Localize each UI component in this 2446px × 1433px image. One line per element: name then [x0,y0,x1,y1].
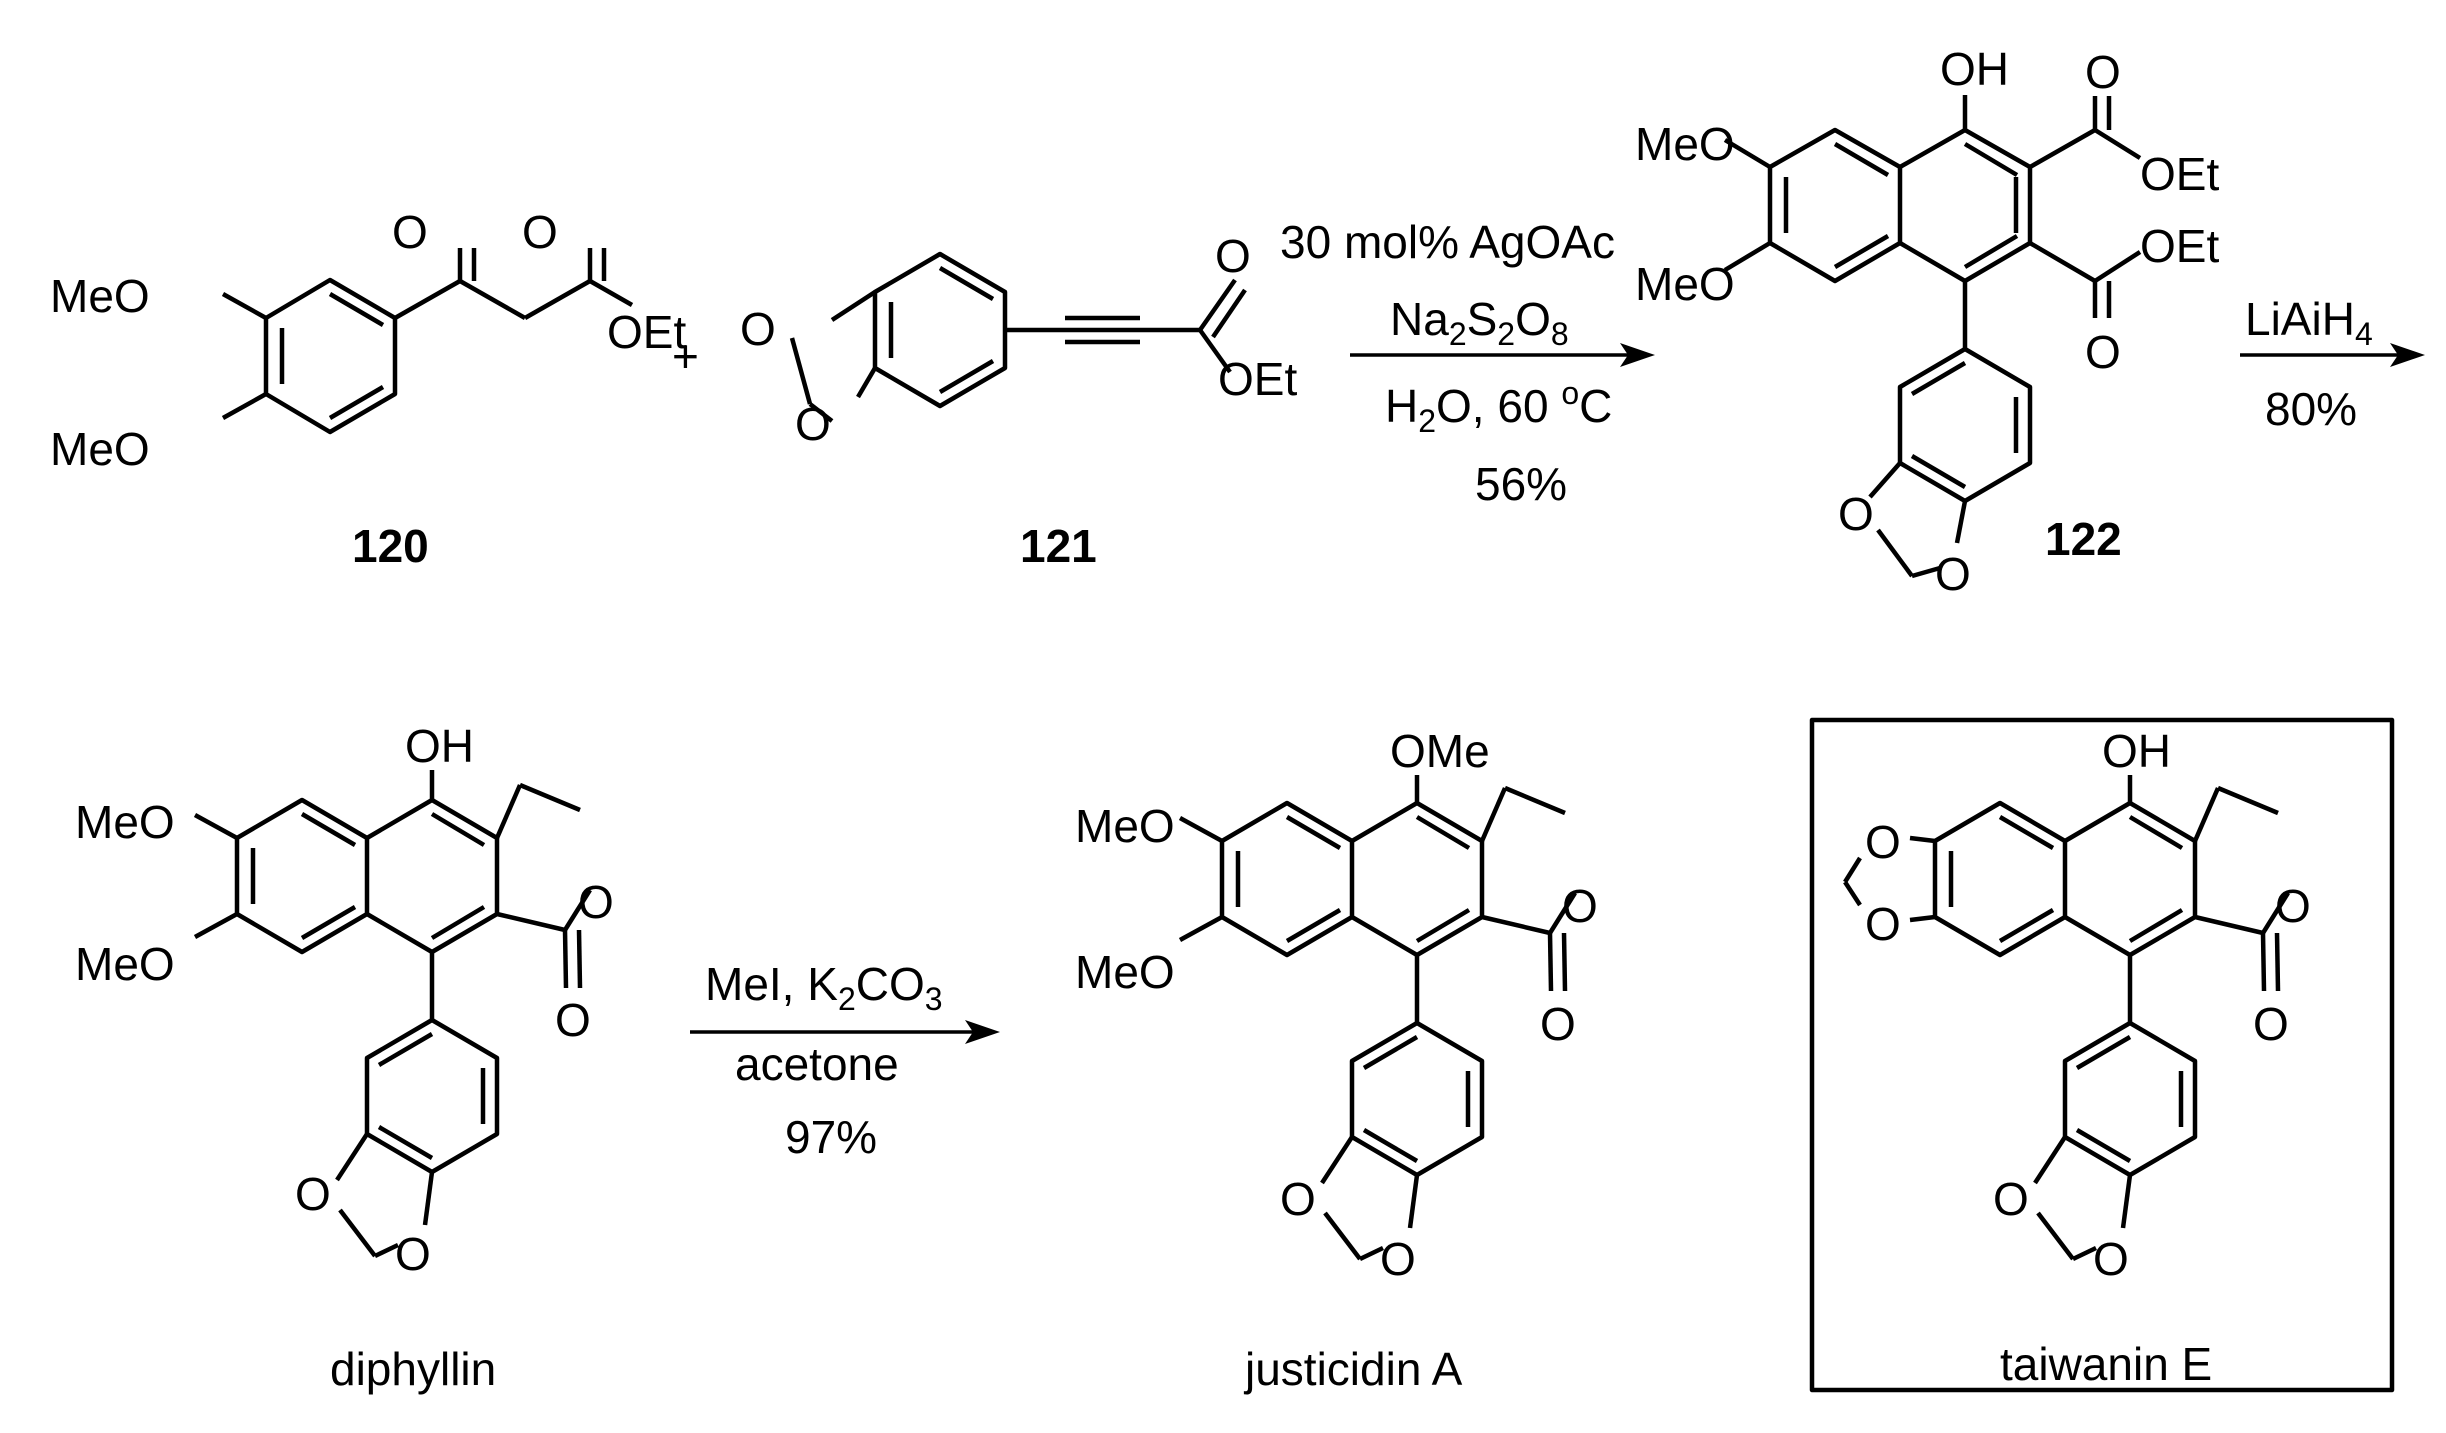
atom-label: O [1865,898,1901,950]
atom-label: OH [2102,725,2171,777]
atom-label: O [1540,998,1576,1050]
atom-label: O [2085,46,2121,98]
atom-label: MeO [75,796,175,848]
highlight-box [1809,717,2395,1393]
atom-label: O [2253,998,2289,1050]
reaction-3-reagent: MeI, K2CO3 [705,958,943,1017]
compound-120 [221,248,634,435]
compound-121 [789,251,1247,423]
atom-label: O [1935,548,1971,600]
atom-label: O [1562,880,1598,932]
reaction-2-reagent: LiAiH4 [2245,293,2373,352]
atom-label: O [295,1168,331,1220]
atom-label: O [1215,230,1251,282]
atom-label: O [555,994,591,1046]
atom-label: O [392,206,428,258]
atom-label: MeO [1075,946,1175,998]
atom-label: OH [1940,43,2009,95]
compound-name-justicidin-a: justicidin A [1243,1343,1463,1395]
atom-label: O [740,303,776,355]
reaction-3-yield: 97% [785,1111,877,1163]
atom-label: O [2085,326,2121,378]
atom-label: O [1993,1173,2029,1225]
atom-label: MeO [1635,118,1735,170]
atom-label: O [1280,1173,1316,1225]
reaction-1-yield: 56% [1475,458,1567,510]
atom-label: O [522,206,558,258]
atom-label: OMe [1390,725,1490,777]
compound-label-121: 121 [1020,520,1097,572]
plus-sign: + [672,330,699,382]
atom-label: O [1838,488,1874,540]
reaction-3-solvent: acetone [735,1038,899,1090]
compound-name-taiwanin-e: taiwanin E [2000,1338,2212,1390]
compound-122 [1723,95,2142,579]
atom-label: MeO [50,270,150,322]
atom-label: O [395,1228,431,1280]
compound-label-122: 122 [2045,513,2122,565]
atom-label: MeO [1075,800,1175,852]
compound-taiwanin-e [1809,717,2395,1393]
atom-label: O [2093,1233,2129,1285]
atom-label: OEt [1218,353,1297,405]
compound-diphyllin [193,770,592,1259]
atom-label: OH [405,720,474,772]
compound-name-diphyllin: diphyllin [330,1343,496,1395]
atom-label: OEt [2140,148,2219,200]
reaction-arrow-2 [2240,343,2425,367]
atom-label: OEt [607,306,686,358]
reaction-1-catalyst: 30 mol% AgOAc [1280,216,1615,268]
reaction-2-yield: 80% [2265,383,2357,435]
reaction-1-oxidant: Na2S2O8 [1390,293,1569,352]
atom-label: O [578,876,614,928]
reaction-arrow-3 [690,1020,1000,1044]
reaction-arrow-1 [1350,343,1655,367]
atom-label: O [2275,880,2311,932]
atom-label: O [1865,816,1901,868]
atom-label: OEt [2140,220,2219,272]
atom-label: MeO [75,938,175,990]
compound-justicidin-a [1178,775,1577,1262]
atom-label: MeO [1635,258,1735,310]
atom-label: MeO [50,423,150,475]
reaction-1-solvent: H2O, 60 oC [1385,375,1612,439]
atom-label: O [1380,1233,1416,1285]
atom-label: O [795,398,831,450]
compound-label-120: 120 [352,520,429,572]
